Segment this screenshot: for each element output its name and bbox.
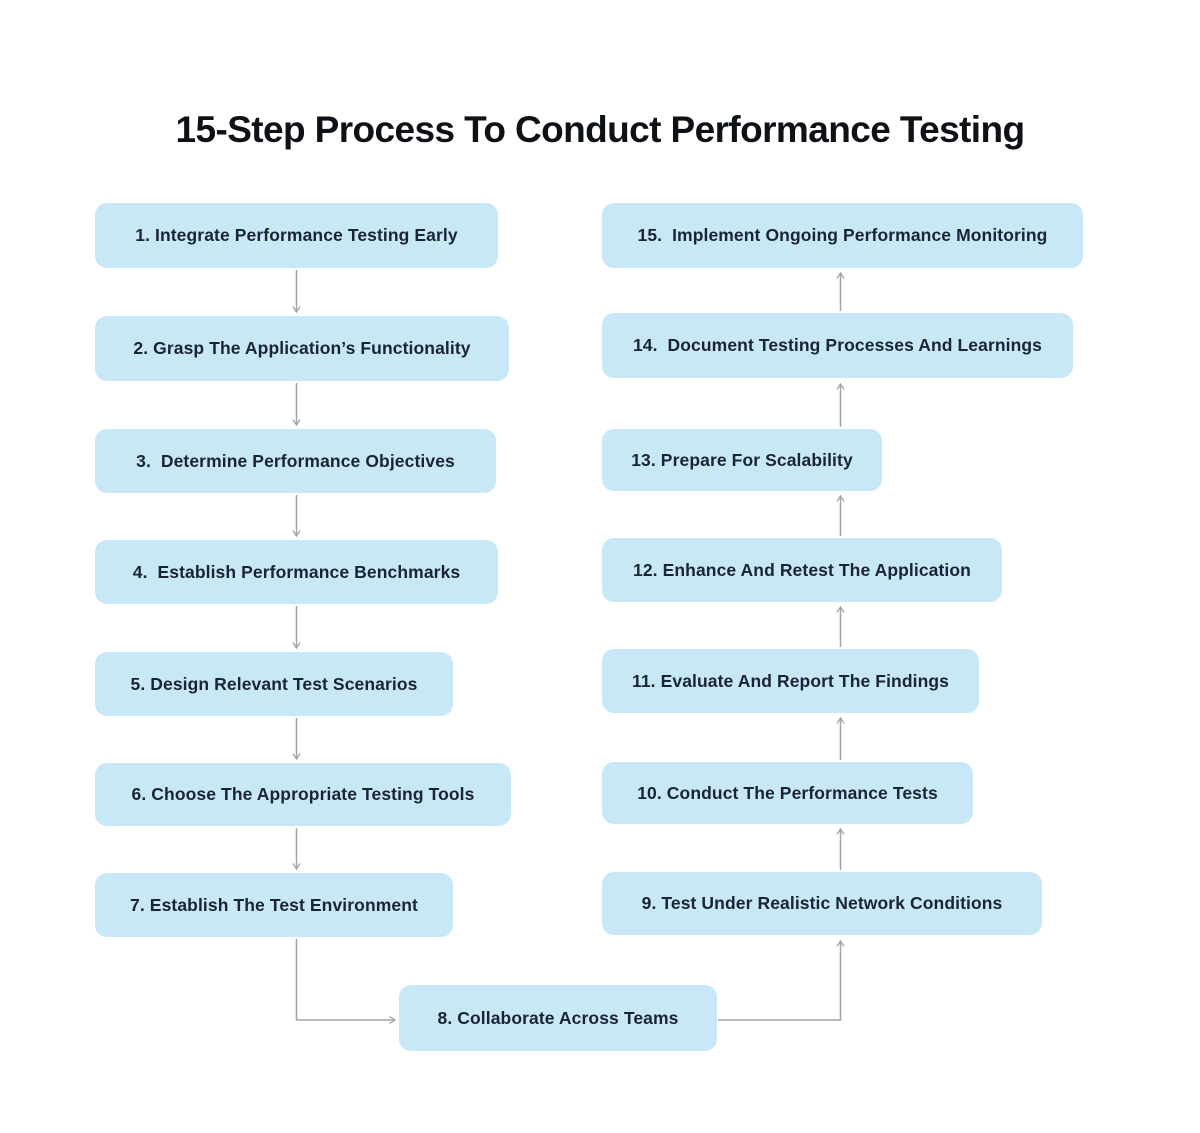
step-label-6: 6. Choose The Appropriate Testing Tools bbox=[131, 784, 475, 804]
step-box-7: 7. Establish The Test Environment bbox=[95, 873, 453, 937]
step-box-13: 13. Prepare For Scalability bbox=[602, 429, 882, 491]
step-label-14: 14. Document Testing Processes And Learn… bbox=[632, 335, 1043, 355]
step-label-4: 4. Establish Performance Benchmarks bbox=[132, 561, 461, 582]
step-label-5: 5. Design Relevant Test Scenarios bbox=[130, 673, 418, 694]
page-title: 15-Step Process To Conduct Performance T… bbox=[175, 108, 1026, 150]
step-box-6: 6. Choose The Appropriate Testing Tools bbox=[95, 763, 511, 826]
arrow-8-to-9 bbox=[718, 941, 841, 1021]
arrow-7-to-8 bbox=[295, 939, 396, 1020]
step-label-2: 2. Grasp The Application’s Functionality bbox=[133, 338, 471, 358]
step-label-9: 9. Test Under Realistic Network Conditio… bbox=[641, 893, 1003, 913]
step-label-8: 8. Collaborate Across Teams bbox=[437, 1007, 679, 1028]
step-label-3: 3. Determine Performance Objectives bbox=[136, 450, 455, 471]
step-box-15: 15. Implement Ongoing Performance Monito… bbox=[602, 203, 1083, 268]
step-label-12: 12. Enhance And Retest The Application bbox=[633, 559, 971, 580]
step-box-1: 1. Integrate Performance Testing Early bbox=[95, 203, 498, 268]
step-box-3: 3. Determine Performance Objectives bbox=[95, 429, 496, 493]
step-box-10: 10. Conduct The Performance Tests bbox=[602, 762, 973, 824]
step-box-2: 2. Grasp The Application’s Functionality bbox=[95, 316, 509, 381]
step-box-11: 11. Evaluate And Report The Findings bbox=[602, 649, 979, 713]
step-box-9: 9. Test Under Realistic Network Conditio… bbox=[602, 872, 1042, 935]
step-box-14: 14. Document Testing Processes And Learn… bbox=[602, 313, 1073, 378]
step-label-11: 11. Evaluate And Report The Findings bbox=[631, 670, 950, 691]
step-box-4: 4. Establish Performance Benchmarks bbox=[95, 540, 498, 604]
step-box-12: 12. Enhance And Retest The Application bbox=[602, 538, 1002, 602]
step-label-1: 1. Integrate Performance Testing Early bbox=[135, 225, 458, 245]
step-label-13: 13. Prepare For Scalability bbox=[631, 449, 853, 470]
step-label-7: 7. Establish The Test Environment bbox=[130, 894, 418, 915]
step-box-8: 8. Collaborate Across Teams bbox=[399, 985, 717, 1051]
step-label-15: 15. Implement Ongoing Performance Monito… bbox=[637, 225, 1048, 245]
step-box-5: 5. Design Relevant Test Scenarios bbox=[95, 652, 453, 716]
step-label-10: 10. Conduct The Performance Tests bbox=[637, 782, 938, 803]
